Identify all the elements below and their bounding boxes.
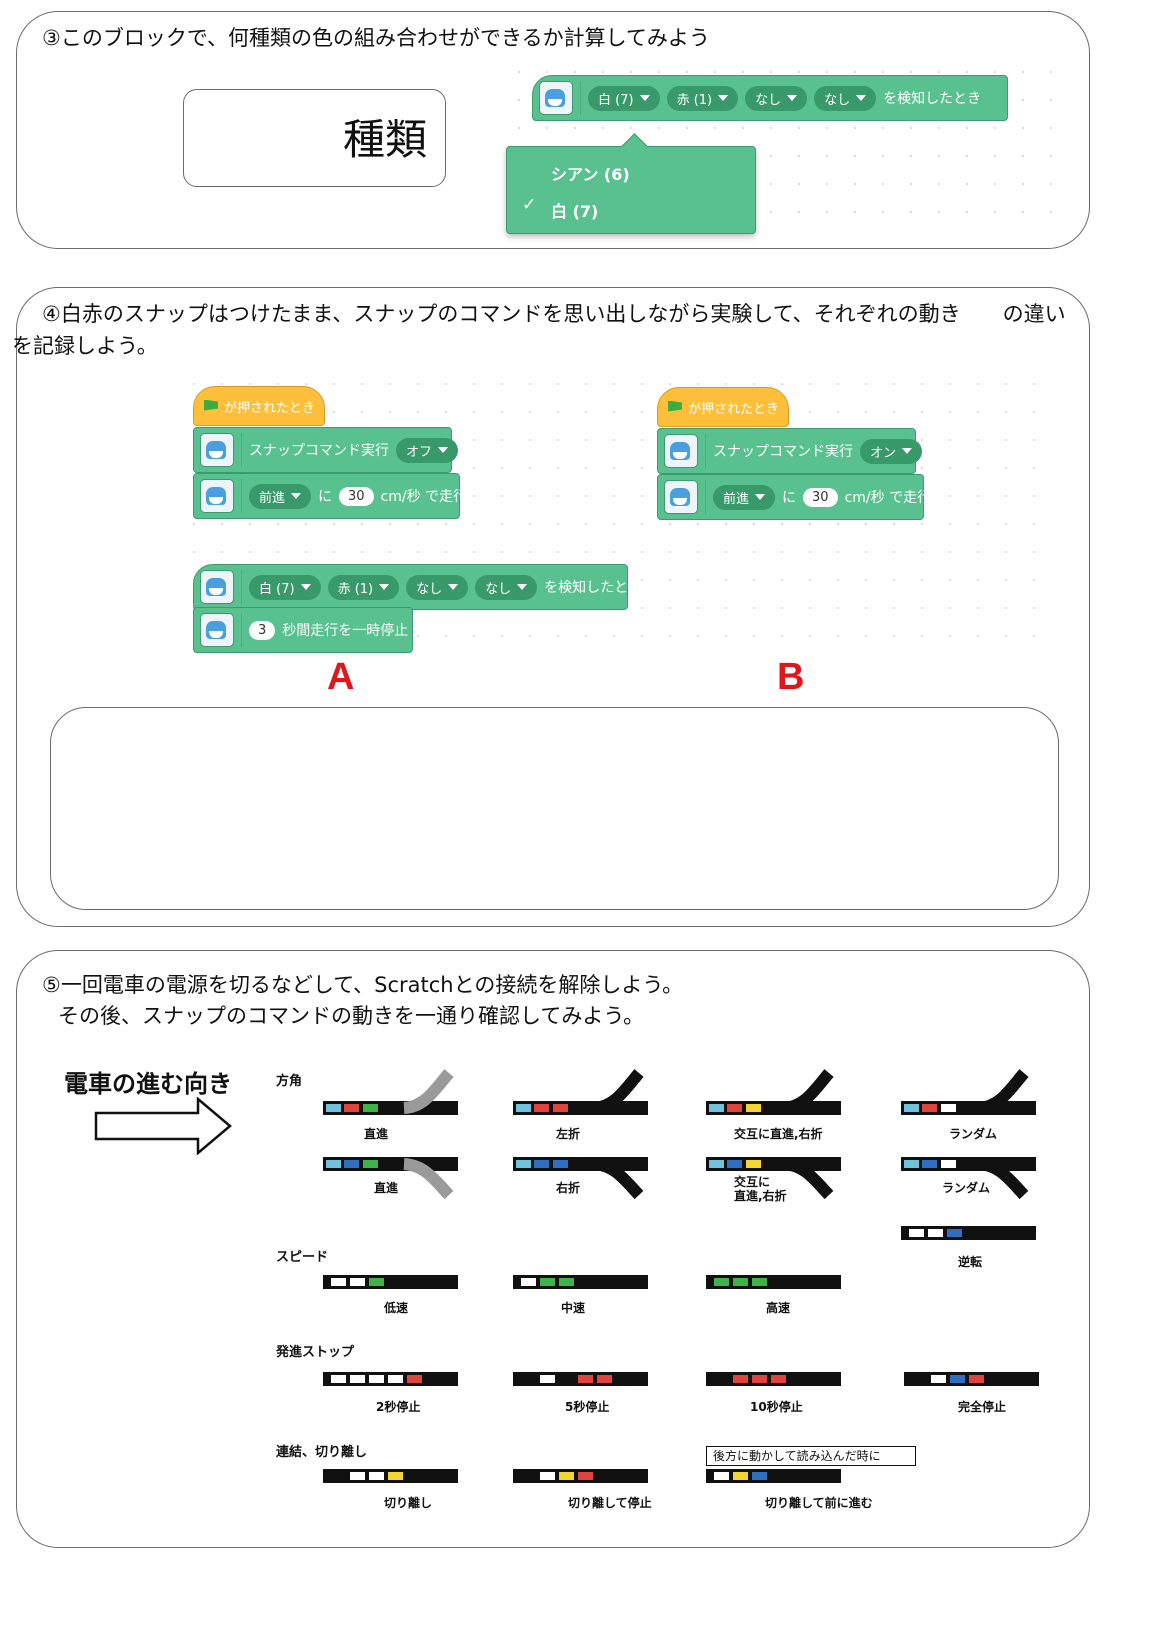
detect-dropdown-2[interactable]: 赤 (1)	[327, 574, 400, 600]
caption-stop-2s: 2秒停止	[376, 1400, 421, 1414]
caption-alternate: 交互に直進,右折	[734, 1127, 823, 1141]
snap-command-block-b[interactable]: スナップコマンド実行 オン	[657, 428, 923, 474]
color-dropdown-2[interactable]: 赤 (1)	[666, 85, 739, 111]
track-stop-2s	[323, 1372, 458, 1386]
speed-input-b[interactable]: 30	[803, 487, 838, 507]
menu-option-white[interactable]: 白 (7)	[551, 202, 599, 221]
caption-detach-forward: 切り離して前に進む	[765, 1496, 873, 1510]
section-3-title: ③このブロックで、何種類の色の組み合わせができるか計算してみよう	[42, 26, 710, 50]
run-block-b[interactable]: 前進 に 30 cm/秒 で走行	[657, 474, 931, 520]
direction-heading: 方角	[276, 1074, 303, 1089]
color-dropdown-4[interactable]: なし	[814, 85, 877, 111]
track-reverse	[901, 1226, 1036, 1240]
checkmark-icon: ✓	[522, 195, 537, 215]
caption-fast: 高速	[766, 1301, 791, 1315]
detect-dropdown-4[interactable]: なし	[475, 574, 538, 600]
train-avatar-icon	[664, 480, 698, 514]
label-b: B	[777, 656, 805, 698]
right-arrow-icon	[94, 1097, 232, 1155]
detect-dropdown-1[interactable]: 白 (7)	[249, 574, 321, 600]
train-avatar-icon	[200, 433, 234, 467]
caption-medium: 中速	[561, 1301, 586, 1315]
train-avatar-icon	[539, 81, 573, 115]
branch-curves	[403, 1069, 1029, 1200]
snap-command-block-a[interactable]: スナップコマンド実行 オフ	[193, 427, 459, 473]
track-full-stop	[904, 1372, 1039, 1386]
track-fast	[706, 1275, 841, 1289]
run-block-a[interactable]: 前進 に 30 cm/秒 で走行	[193, 473, 467, 519]
snap-command-chart: 方角 スピード 発進ストップ 連結、切り離し 直進 左折 交互に直進,右折 ラン…	[274, 1061, 1053, 1516]
section-4-line-1: ④白赤のスナップはつけたまま、スナップのコマンドを思い出しながら実験して、それぞ…	[42, 302, 1066, 326]
section-5-line-2: その後、スナップのコマンドの動きを一通り確認してみよう。	[58, 1004, 645, 1028]
menu-option-cyan[interactable]: シアン (6)	[551, 165, 630, 184]
color-dropdown-3[interactable]: なし	[745, 85, 808, 111]
caption-straight-2: 直進	[374, 1181, 399, 1195]
caption-straight: 直進	[364, 1127, 389, 1141]
track-stop-10s	[706, 1372, 841, 1386]
caption-right: 右折	[556, 1181, 581, 1195]
green-flag-icon	[204, 399, 218, 411]
color-dropdown-menu: シアン (6) ✓ 白 (7)	[506, 146, 756, 234]
caption-detach-stop: 切り離して停止	[568, 1496, 652, 1510]
answer-box[interactable]: 種類	[183, 89, 446, 187]
couple-note: 後方に動かして読み込んだ時に	[706, 1446, 916, 1466]
snap-mode-dropdown-b[interactable]: オン	[860, 438, 923, 464]
direction-dropdown-b[interactable]: 前進	[713, 484, 776, 510]
direction-dropdown-a[interactable]: 前進	[249, 483, 312, 509]
caption-detach: 切り離し	[384, 1496, 433, 1510]
green-flag-icon	[668, 400, 682, 412]
train-avatar-icon	[200, 479, 234, 513]
flag-hat-block-b[interactable]: が押されたとき	[657, 387, 789, 427]
caption-random-2: ランダム	[942, 1181, 991, 1195]
stop-heading: 発進ストップ	[276, 1345, 355, 1360]
detect-suffix: を検知したとき	[883, 91, 982, 107]
track-slow	[323, 1275, 458, 1289]
track-stop-5s	[513, 1372, 648, 1386]
snap-mode-dropdown-a[interactable]: オフ	[396, 437, 459, 463]
pause-seconds-input[interactable]: 3	[249, 620, 276, 640]
train-avatar-icon	[200, 570, 234, 604]
caption-full-stop: 完全停止	[958, 1400, 1007, 1414]
color-dropdown-1[interactable]: 白 (7)	[588, 85, 660, 111]
caption-stop-5s: 5秒停止	[565, 1400, 610, 1414]
speed-heading: スピード	[276, 1250, 329, 1265]
caption-reverse: 逆転	[958, 1255, 983, 1269]
detect-dropdown-3[interactable]: なし	[406, 574, 469, 600]
track-detach	[323, 1469, 458, 1483]
record-box[interactable]	[50, 707, 1059, 910]
train-avatar-icon	[664, 434, 698, 468]
caption-left: 左折	[556, 1127, 581, 1141]
caption-random: ランダム	[949, 1127, 998, 1141]
label-a: A	[327, 656, 355, 698]
caption-alternate-2: 交互に 直進,右折	[734, 1175, 787, 1203]
section-4-line-2: を記録しよう。	[12, 334, 158, 358]
section-5-line-1: ⑤一回電車の電源を切るなどして、Scratchとの接続を解除しよう。	[42, 973, 684, 997]
answer-unit: 種類	[342, 115, 427, 164]
track-detach-stop	[513, 1469, 648, 1483]
flag-hat-block-a[interactable]: が押されたとき	[193, 386, 325, 426]
section-3-detect-block[interactable]: 白 (7) 赤 (1) なし なし を検知したとき	[532, 75, 1008, 121]
track-medium	[513, 1275, 648, 1289]
pause-block-a[interactable]: 3 秒間走行を一時停止	[193, 607, 413, 653]
detect-block-a[interactable]: 白 (7) 赤 (1) なし なし を検知したとき	[193, 564, 642, 610]
train-avatar-icon	[200, 613, 234, 647]
couple-heading: 連結、切り離し	[276, 1445, 368, 1460]
speed-input-a[interactable]: 30	[339, 486, 374, 506]
caption-stop-10s: 10秒停止	[750, 1400, 803, 1414]
direction-label: 電車の進む向き	[64, 1070, 232, 1098]
track-detach-forward	[706, 1469, 841, 1483]
caption-slow: 低速	[384, 1301, 409, 1315]
